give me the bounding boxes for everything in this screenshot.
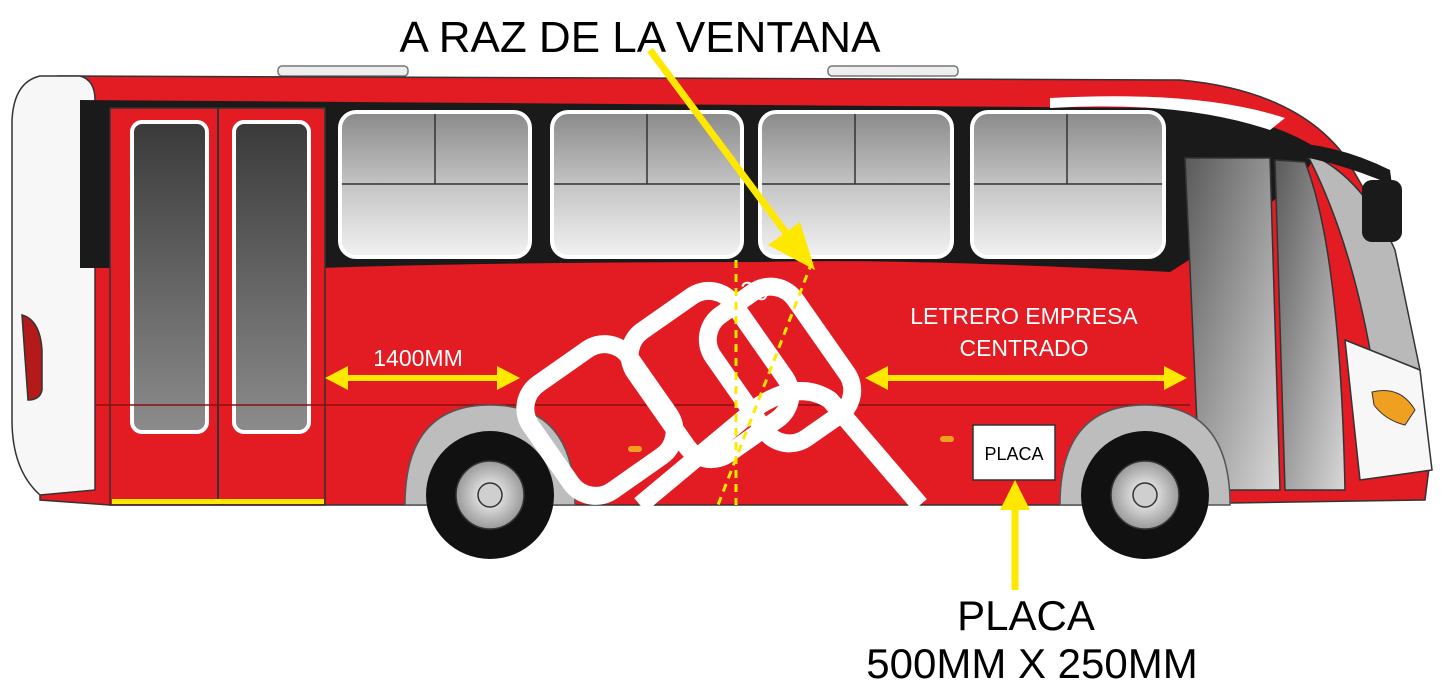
- plate-size: 500MM X 250MM: [866, 640, 1197, 687]
- front-door: [1184, 141, 1433, 491]
- rear-door: [109, 107, 326, 506]
- rear-wheel: [426, 431, 554, 559]
- plate-arrow: [1000, 480, 1030, 590]
- distance-arrow: [325, 366, 520, 390]
- roof-hatch-front: [827, 65, 959, 77]
- company-sign-line2: CENTRADO: [959, 335, 1088, 361]
- side-windows: [338, 110, 1166, 259]
- plate-title: PLACA: [957, 592, 1095, 639]
- window-arrow: [647, 47, 815, 270]
- marker-light-2: [940, 436, 954, 442]
- roof-hatch-rear: [277, 65, 409, 77]
- window-level-label: A RAZ DE LA VENTANA: [400, 13, 882, 62]
- marker-light-1: [628, 446, 642, 452]
- window-guide-diagonal: [716, 261, 814, 506]
- rear-lamp: [21, 313, 43, 401]
- headlight: [1371, 390, 1416, 426]
- plate-box: [972, 424, 1056, 481]
- roof-swoosh: [1050, 96, 1285, 130]
- bus-number-fragment: 20: [740, 276, 769, 306]
- mirror-arm: [1265, 141, 1392, 185]
- front-wheel: [1081, 431, 1209, 559]
- company-sign-line1: LETRERO EMPRESA: [910, 303, 1138, 329]
- side-mirror: [1362, 180, 1402, 242]
- company-sign-arrow: [865, 366, 1187, 390]
- rear-door-glass-left: [130, 120, 209, 434]
- plate-box-label: PLACA: [984, 444, 1043, 464]
- door-step-strip: [112, 499, 324, 504]
- distance-label: 1400MM: [373, 345, 462, 371]
- rear-door-glass-right: [232, 120, 311, 434]
- livery-pattern: [516, 277, 927, 512]
